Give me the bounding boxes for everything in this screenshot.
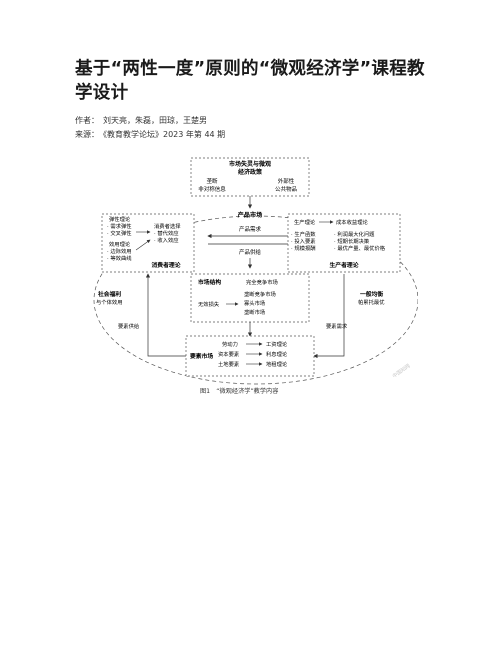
market-structure-title: 市场结构 (198, 278, 221, 286)
figure-diagram: 市场失灵与微观 经济政策 垄断 非对称信息 外部性 公共物品 产品市场 产品需求… (93, 157, 419, 385)
pareto-optimal: 帕累托最优 (358, 298, 385, 306)
source-label: 来源： (75, 130, 99, 139)
profit-maximization: · 利润最大化问题 (334, 230, 375, 238)
oligopoly: 寡头市场 (244, 299, 265, 307)
authors: 刘天亮，朱磊，田琼，王楚男 (103, 116, 207, 125)
consumer-theory-title: 消费者理论 (152, 261, 181, 269)
perfect-competition: 完全竞争市场 (246, 278, 278, 286)
short-long-run: · 短期长期决策 (334, 237, 370, 245)
factor-supply-label: 要素供给 (118, 322, 140, 330)
market-failure-title-2: 经济政策 (238, 168, 262, 176)
substitution-effect: · 替代效应 (154, 229, 179, 237)
author-line: 作者： 刘天亮，朱磊，田琼，王楚男 (75, 115, 207, 126)
product-supply-label: 产品供给 (239, 248, 262, 256)
consumer-choice: 消费者选择 (154, 222, 181, 230)
returns-to-scale: · 规模报酬 (291, 244, 316, 252)
individual-utility: 与个体效用 (96, 298, 123, 306)
cross-elasticity: · 交叉弹性 (107, 229, 132, 237)
monopoly-market: 垄断市场 (244, 308, 265, 316)
source: 《教育教学论坛》2023 年第 44 期 (103, 130, 226, 139)
public-goods-label: 公共物品 (275, 185, 298, 193)
labor-label: 劳动力 (222, 340, 238, 348)
utility-arrow (135, 239, 151, 251)
producer-theory-title: 生产者理论 (330, 261, 359, 269)
factor-supply-arrow (145, 273, 186, 357)
market-structure-box (190, 273, 310, 323)
general-equilibrium: 一般均衡 (360, 290, 383, 298)
production-theory: 生产理论 (294, 218, 316, 226)
interest-theory: 利息理论 (266, 350, 288, 358)
factor-demand-label: 要素需求 (326, 322, 348, 330)
source-line: 来源： 《教育教学论坛》2023 年第 44 期 (75, 129, 225, 140)
product-demand-label: 产品需求 (239, 225, 262, 233)
land-label: 土地要素 (218, 360, 240, 368)
elasticity-theory: 弹性理论 (109, 215, 131, 223)
optimal-output-price: · 最优产量、最优价格 (334, 244, 386, 252)
input-factors: · 投入要素 (291, 237, 316, 245)
figure-caption: 图1 “微观经济学”教学内容 (200, 388, 279, 395)
watermark: 中国知网 (391, 362, 411, 379)
factor-market-title: 要素市场 (190, 352, 213, 360)
utility-theory: 效用理论 (109, 240, 131, 248)
indifference-curve: · 等效曲线 (107, 254, 132, 262)
product-market-title: 产品市场 (238, 211, 263, 219)
marginal-utility: · 边际效用 (107, 247, 132, 255)
factor-demand-arrow (313, 274, 345, 359)
production-function: · 生产函数 (291, 230, 316, 238)
factor-market-box (185, 335, 315, 377)
monopolistic-competition: 垄断竞争市场 (244, 290, 276, 298)
market-failure-title-1: 市场失灵与微观 (229, 160, 271, 168)
rent-theory: 地租理论 (266, 360, 288, 368)
income-effect: · 收入效应 (154, 236, 179, 244)
producer-theory-box (287, 213, 401, 273)
monopoly-label: 垄断 (206, 177, 218, 185)
teaching-content-figure: 市场失灵与微观 经济政策 垄断 非对称信息 外部性 公共物品 产品市场 产品需求… (88, 150, 419, 385)
market-failure-box (190, 157, 310, 197)
asymmetric-info-label: 非对称信息 (198, 185, 226, 193)
externality-label: 外部性 (278, 177, 295, 185)
article-title: 基于“两性一度”原则的“微观经济学”课程教学设计 (75, 59, 425, 103)
deadweight-loss: 无效损失 (198, 300, 220, 308)
wage-theory: 工资理论 (266, 340, 288, 348)
authors-label: 作者： (75, 116, 99, 125)
cost-benefit-theory: 成本收益理论 (336, 218, 368, 226)
demand-elasticity: · 需求弹性 (107, 222, 132, 230)
social-welfare: 社会福利 (97, 290, 121, 298)
capital-label: 资本要素 (218, 350, 240, 358)
